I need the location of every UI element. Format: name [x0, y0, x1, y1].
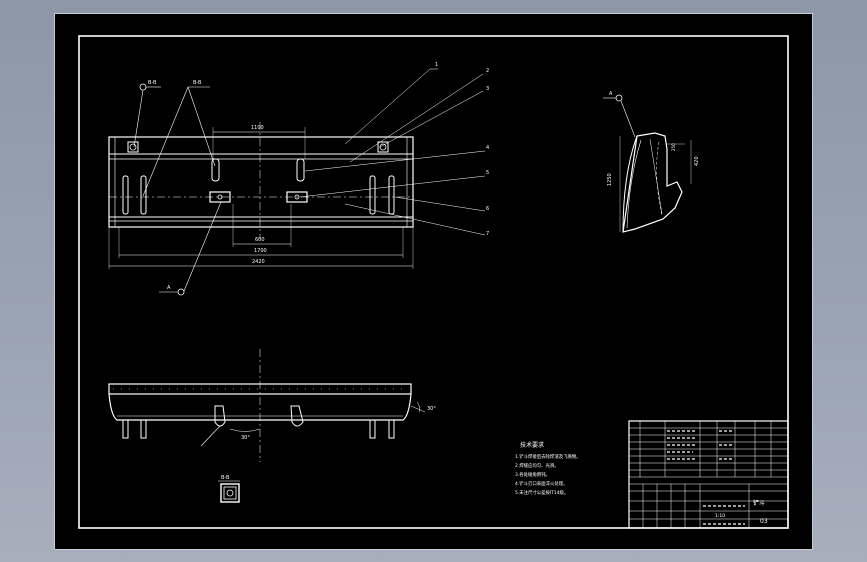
note-line-1: 1.铲斗焊接后去除焊渣及飞溅物。	[515, 453, 581, 460]
note-line-3: 3.各处棱角倒钝。	[515, 471, 550, 478]
bucket-outline	[108, 136, 414, 228]
side-view: 1250 420 250 A	[603, 91, 700, 233]
drawing-canvas: 1100 600 1700 2420 B-B B-B	[78, 35, 789, 529]
detail-mark: B-B	[221, 475, 230, 481]
dim-side-right: 420	[694, 156, 700, 166]
callout-4: 4	[486, 145, 489, 151]
technical-notes: 技术要求 1.铲斗焊接后去除焊渣及飞溅物。 2.焊缝应均匀、光滑。 3.各处棱角…	[515, 441, 581, 496]
callout-7: 7	[486, 231, 489, 237]
drawing-scale: 1:10	[715, 513, 725, 519]
dim-side-small: 250	[671, 143, 676, 151]
angle-mid: 30°	[241, 435, 250, 441]
callout-5: 5	[486, 170, 489, 176]
dim-mid: 600	[255, 237, 265, 243]
bottom-view: 30° 30°	[108, 349, 436, 462]
section-mark-right: B-B	[193, 80, 202, 86]
note-line-2: 2.焊缝应均匀、光滑。	[515, 462, 559, 469]
detail-view: B-B	[218, 475, 240, 503]
view-mark-a: A	[167, 285, 171, 291]
dim-lower: 1700	[254, 248, 267, 254]
callouts: 1 2 3 4 5 6 7	[299, 62, 489, 237]
side-mark-a: A	[609, 91, 613, 97]
drawing-number: 03	[760, 518, 768, 525]
front-view: 1100 600 1700 2420 B-B B-B	[108, 62, 489, 296]
part-name: 铲斗	[753, 499, 765, 507]
title-block: 铲斗 03 1:10	[628, 420, 789, 529]
note-line-4: 4.铲斗刃口表面淬火处理。	[515, 480, 568, 487]
angle-right: 30°	[427, 406, 436, 412]
note-line-5: 5.未注尺寸公差按IT14级。	[515, 489, 568, 496]
callout-2: 2	[486, 68, 489, 74]
callout-6: 6	[486, 206, 489, 212]
callout-3: 3	[486, 86, 489, 92]
callout-1: 1	[435, 62, 438, 68]
notes-title: 技术要求	[520, 441, 544, 449]
drawing-border	[78, 35, 789, 529]
dim-top: 1100	[251, 125, 264, 131]
section-mark-left: B-B	[148, 80, 157, 86]
drawing-sheet: 1100 600 1700 2420 B-B B-B	[54, 13, 813, 550]
dim-side-left: 1250	[607, 173, 613, 186]
dim-overall: 2420	[252, 259, 265, 265]
